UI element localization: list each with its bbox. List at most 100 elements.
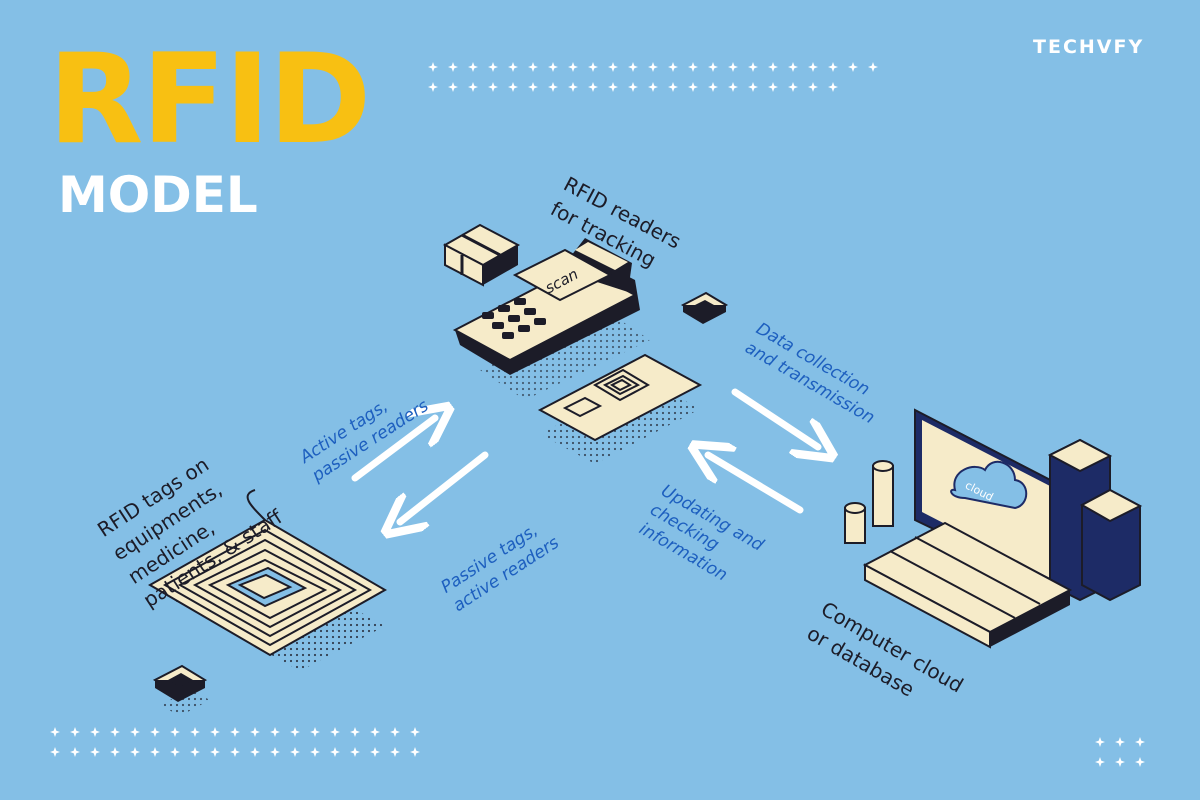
sparkle-icon (1115, 757, 1125, 767)
sparkle-icon (848, 62, 858, 72)
sparkle-icon (508, 62, 518, 72)
sparkle-icon (528, 82, 538, 92)
sparkle-icon (808, 82, 818, 92)
sparkle-icon (270, 747, 280, 757)
sparkle-icon (548, 82, 558, 92)
sparkle-icon (50, 727, 60, 737)
sparkle-icon (628, 82, 638, 92)
pallet-icon (862, 521, 1073, 649)
sparkle-icon (310, 747, 320, 757)
sparkle-icon (230, 727, 240, 737)
sparkle-icon (448, 82, 458, 92)
sparkle-icon (668, 62, 678, 72)
arrow-icon (351, 388, 818, 522)
sparkle-icon (170, 727, 180, 737)
sparkle-icon (350, 747, 360, 757)
gift-box-icon (442, 223, 521, 287)
sparkle-icon (688, 62, 698, 72)
sparkle-icon (170, 747, 180, 757)
sparkle-icon (668, 82, 678, 92)
sparkle-icon (788, 82, 798, 92)
chip-icon (680, 291, 729, 324)
sparkle-icon (868, 62, 878, 72)
sparkle-icon (748, 62, 758, 72)
sparkle-icon (70, 747, 80, 757)
sparkle-icon (230, 747, 240, 757)
sparkle-icon (250, 727, 260, 737)
sparkle-icon (190, 747, 200, 757)
sparkle-icon (390, 747, 400, 757)
sparkle-icon (130, 747, 140, 757)
sparkle-icon (90, 727, 100, 737)
sparkle-icon (150, 727, 160, 737)
sparkle-icon (210, 727, 220, 737)
sparkle-icon (608, 82, 618, 92)
sparkle-icon (728, 82, 738, 92)
sparkle-icon (310, 727, 320, 737)
sparkle-icon (488, 62, 498, 72)
sparkle-icon (508, 82, 518, 92)
sparkle-icon (708, 62, 718, 72)
sparkle-icon (410, 727, 420, 737)
sparkle-icon (1135, 737, 1145, 747)
sparkle-icon (1135, 757, 1145, 767)
sparkle-icon (548, 62, 558, 72)
sparkle-icon (390, 727, 400, 737)
sparkle-icon (270, 727, 280, 737)
sparkle-icon (428, 62, 438, 72)
chip-icon (152, 664, 210, 716)
sparkle-icon (70, 727, 80, 737)
server-tower-icon (1047, 438, 1143, 602)
sparkle-icon (448, 62, 458, 72)
sparkle-icon (628, 62, 638, 72)
sparkle-decoration (50, 62, 1145, 767)
sparkle-icon (370, 747, 380, 757)
rfid-antenna-icon (147, 489, 388, 671)
sparkle-icon (728, 62, 738, 72)
sparkle-icon (488, 82, 498, 92)
sparkle-icon (768, 62, 778, 72)
sparkle-icon (528, 62, 538, 72)
sparkle-icon (588, 62, 598, 72)
sparkle-icon (1115, 737, 1125, 747)
sparkle-icon (370, 727, 380, 737)
contactless-card-icon (537, 353, 703, 464)
page-subtitle: MODEL (58, 166, 258, 224)
sparkle-icon (828, 62, 838, 72)
sparkle-icon (568, 82, 578, 92)
sparkle-icon (568, 62, 578, 72)
sparkle-icon (330, 727, 340, 737)
sparkle-icon (1095, 737, 1105, 747)
cloud-icon (950, 460, 1028, 510)
brand-logo: TECHVFY (1033, 36, 1145, 58)
sparkle-icon (150, 747, 160, 757)
sparkle-icon (110, 727, 120, 737)
sparkle-icon (190, 727, 200, 737)
sparkle-icon (468, 82, 478, 92)
sparkle-icon (330, 747, 340, 757)
sparkle-icon (290, 747, 300, 757)
sparkle-icon (748, 82, 758, 92)
sparkle-icon (410, 747, 420, 757)
sparkle-icon (608, 62, 618, 72)
sparkle-icon (110, 747, 120, 757)
sparkle-icon (648, 62, 658, 72)
data-cylinder-icon (844, 460, 894, 544)
sparkle-icon (768, 82, 778, 92)
rfid-reader-icon (452, 238, 650, 400)
sparkle-icon (828, 82, 838, 92)
sparkle-icon (130, 727, 140, 737)
sparkle-icon (1095, 757, 1105, 767)
sparkle-icon (788, 62, 798, 72)
sparkle-icon (588, 82, 598, 92)
sparkle-icon (90, 747, 100, 757)
sparkle-icon (250, 747, 260, 757)
sparkle-icon (688, 82, 698, 92)
sparkle-icon (648, 82, 658, 92)
sparkle-icon (428, 82, 438, 92)
sparkle-icon (350, 727, 360, 737)
sparkle-icon (210, 747, 220, 757)
sparkle-icon (468, 62, 478, 72)
sparkle-icon (50, 747, 60, 757)
